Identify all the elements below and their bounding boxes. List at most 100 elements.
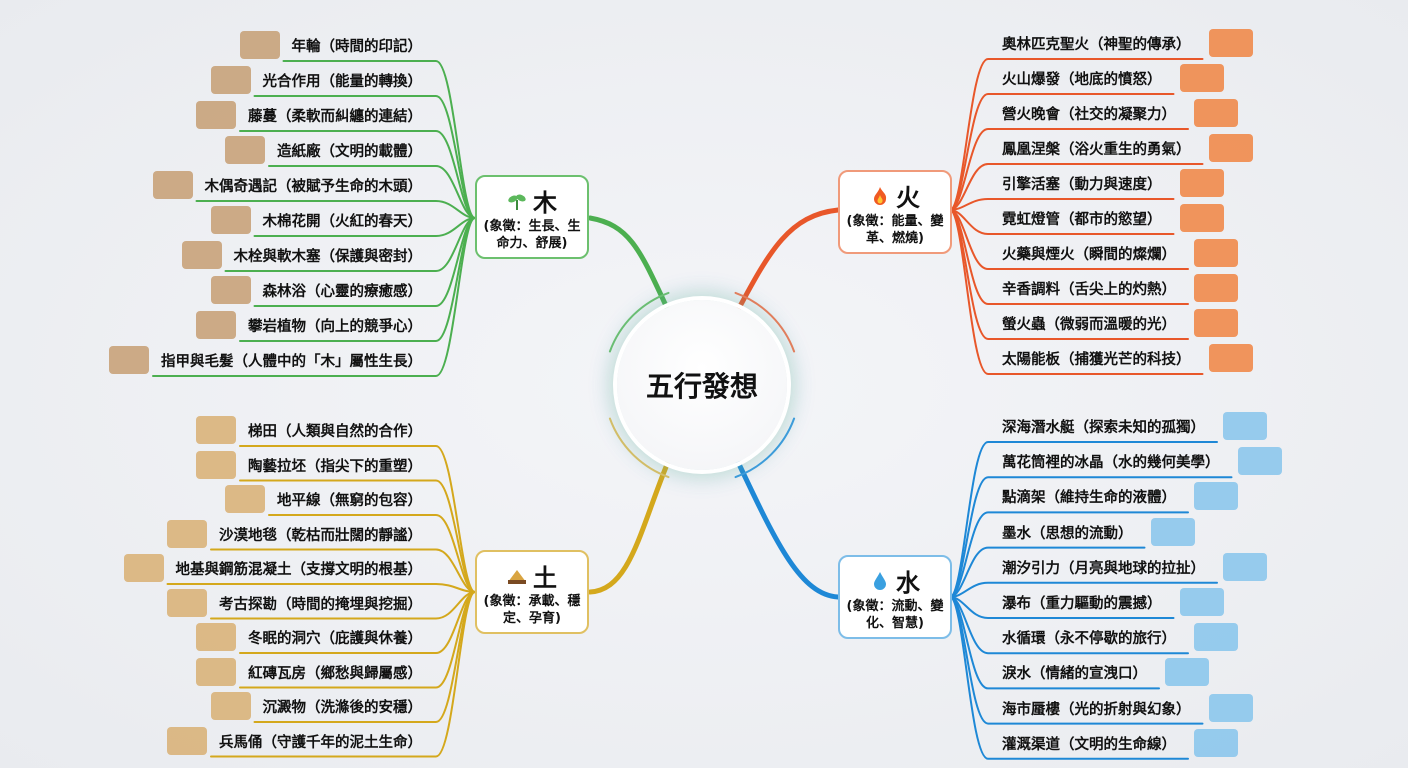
fire-item-illustration — [1194, 309, 1238, 337]
earth-branch-item[interactable]: 考古探勘（時間的掩埋與挖掘） — [219, 596, 422, 613]
fire-branch-item[interactable]: 太陽能板（捕獲光芒的科技） — [1002, 352, 1191, 368]
earth-branch-item[interactable]: 梯田（人類與自然的合作） — [248, 424, 422, 440]
fire-branch-item[interactable]: 辛香調料（舌尖上的灼熱） — [1002, 282, 1176, 298]
branch-line — [152, 217, 476, 377]
earth-item-illustration — [167, 726, 207, 755]
earth-branch-item[interactable]: 沙漠地毯（乾枯而壯闊的靜謐） — [219, 527, 422, 544]
branch-line — [268, 514, 476, 593]
wood-item-illustration — [225, 136, 265, 164]
water-item-illustration — [1165, 658, 1209, 687]
wood-branch-item[interactable]: 指甲與毛髮（人體中的「木」屬性生長） — [161, 354, 422, 370]
wood-subtitle: (象徵：生長、生命力、舒展) — [483, 219, 581, 251]
branch-line — [949, 581, 1218, 598]
wood-item-illustration — [196, 311, 236, 339]
water-branch-item[interactable]: 墨水（思想的流動） — [1002, 525, 1133, 542]
fire-item-illustration — [1179, 169, 1224, 197]
fire-branch-item[interactable]: 霓虹燈管（都市的慾望） — [1002, 212, 1162, 228]
wood-title: 木 — [533, 189, 557, 217]
wood-branch-item[interactable]: 光合作用（能量的轉換） — [262, 74, 423, 90]
water-branch-item[interactable]: 灌溉渠道（文明的生命線） — [1002, 736, 1176, 753]
central-topic-label: 五行發想 — [645, 370, 758, 403]
wood-branch-item[interactable]: 藤蔓（柔軟而糾纏的連結） — [248, 109, 422, 125]
wood-branch-item[interactable]: 木偶奇遇記（被賦予生命的木頭） — [204, 179, 423, 195]
fire-branch-item[interactable]: 營火晚會（社交的凝聚力） — [1002, 107, 1176, 123]
branch-line — [949, 209, 1204, 375]
branch-line — [949, 93, 1175, 211]
water-item-illustration — [1194, 482, 1238, 511]
wood-branch-item[interactable]: 攀岩植物（向上的競爭心） — [248, 319, 422, 335]
branch-line — [210, 548, 476, 593]
branch-line — [608, 417, 670, 479]
branch-line — [195, 200, 476, 219]
wood-item-illustration — [210, 66, 251, 94]
wood-branch-item[interactable]: 森林浴（心靈的療癒感） — [262, 284, 423, 300]
branch-line — [210, 591, 476, 758]
branch-line — [734, 291, 796, 353]
central-topic[interactable]: 五行發想 — [617, 300, 787, 470]
water-node[interactable]: 水 (象徵：流動、變化、智慧) — [838, 555, 952, 639]
water-branch-item[interactable]: 瀑布（重力驅動的震撼） — [1002, 596, 1162, 612]
water-branch-item[interactable]: 點滴架（維持生命的液體） — [1002, 490, 1176, 507]
branch-line — [949, 128, 1189, 211]
branch-line — [949, 546, 1146, 598]
branch-line — [949, 596, 1189, 760]
earth-item-illustration — [167, 588, 207, 617]
wood-branch-item[interactable]: 木棉花開（火紅的春天） — [262, 214, 423, 230]
earth-item-illustration — [196, 450, 236, 479]
fire-branch-item[interactable]: 火藥與煙火（瞬間的燦爛） — [1002, 247, 1176, 263]
water-branch-item[interactable]: 深海潛水艇（探索未知的孤獨） — [1002, 420, 1205, 436]
branch-line — [608, 291, 670, 353]
water-branch-item[interactable]: 淚水（情緒的宣洩口） — [1002, 666, 1147, 683]
fire-branch-item[interactable]: 鳳凰涅槃（浴火重生的勇氣） — [1002, 142, 1191, 158]
fire-branch-item[interactable]: 引擎活塞（動力與速度） — [1002, 177, 1162, 193]
wood-item-illustration — [181, 241, 222, 269]
wood-branch-item[interactable]: 年輪（時間的印記） — [291, 39, 423, 55]
water-item-illustration — [1194, 728, 1238, 757]
earth-branch-item[interactable]: 紅磚瓦房（鄉愁與歸屬感） — [248, 665, 422, 682]
earth-subtitle: (象徵：承載、穩定、孕育) — [483, 594, 581, 626]
water-item-illustration — [1223, 552, 1267, 581]
water-branch-item[interactable]: 海市蜃樓（光的折射與幻象） — [1002, 701, 1191, 718]
earth-node[interactable]: 土 (象徵：承載、穩定、孕育) — [475, 550, 589, 634]
branch-line — [239, 479, 476, 593]
fire-node[interactable]: 火 (象徵：能量、變革、燃燒) — [838, 170, 952, 254]
earth-item-illustration — [196, 416, 236, 444]
water-drop-icon — [874, 571, 886, 590]
soil-mound-icon — [508, 569, 526, 584]
water-item-illustration — [1208, 693, 1253, 722]
water-item-illustration — [1179, 588, 1224, 616]
earth-branch-item[interactable]: 地平線（無窮的包容） — [277, 493, 422, 509]
branch-line — [587, 215, 671, 313]
branch-line — [587, 459, 671, 595]
water-branch-item[interactable]: 萬花筒裡的冰晶（水的幾何美學） — [1002, 455, 1220, 472]
earth-branch-item[interactable]: 地基與鋼筋混凝土（支撐文明的根基） — [175, 562, 423, 578]
wood-item-illustration — [210, 206, 251, 234]
earth-item-illustration — [123, 554, 164, 582]
wood-item-illustration — [210, 276, 251, 304]
water-branch-item[interactable]: 潮汐引力（月亮與地球的拉扯） — [1002, 560, 1205, 577]
earth-branch-item[interactable]: 冬眠的洞穴（庇護與休養） — [248, 631, 422, 647]
fire-item-illustration — [1208, 134, 1253, 162]
wood-branch-item[interactable]: 造紙廠（文明的載體） — [277, 144, 422, 160]
water-item-illustration — [1150, 517, 1195, 546]
fire-item-illustration — [1194, 99, 1238, 127]
wood-item-illustration — [109, 346, 149, 374]
wood-item-illustration — [196, 101, 236, 129]
fire-branch-item[interactable]: 火山爆發（地底的憤怒） — [1002, 72, 1162, 88]
wood-item-illustration — [239, 31, 280, 59]
earth-branch-item[interactable]: 陶藝拉坯（指尖下的重塑） — [248, 458, 422, 475]
wood-node[interactable]: 木 (象徵：生長、生命力、舒展) — [475, 175, 589, 259]
fire-branch-item[interactable]: 螢火蟲（微弱而溫暖的光） — [1002, 317, 1176, 333]
wood-branch-item[interactable]: 木栓與軟木塞（保護與密封） — [233, 249, 423, 265]
branch-line — [239, 130, 476, 219]
fire-title: 火 — [896, 184, 920, 212]
earth-branch-item[interactable]: 沉澱物（洗滌後的安穩） — [262, 700, 423, 716]
earth-title: 土 — [533, 564, 557, 592]
fire-item-illustration — [1194, 274, 1238, 302]
water-branch-item[interactable]: 水循環（永不停歇的旅行） — [1002, 631, 1176, 648]
earth-branch-item[interactable]: 兵馬俑（守護千年的泥土生命） — [219, 734, 422, 751]
water-item-illustration — [1194, 623, 1238, 652]
water-item-illustration — [1237, 447, 1282, 476]
fire-branch-item[interactable]: 奧林匹克聖火（神聖的傳承） — [1002, 37, 1191, 53]
branch-line — [949, 198, 1175, 211]
